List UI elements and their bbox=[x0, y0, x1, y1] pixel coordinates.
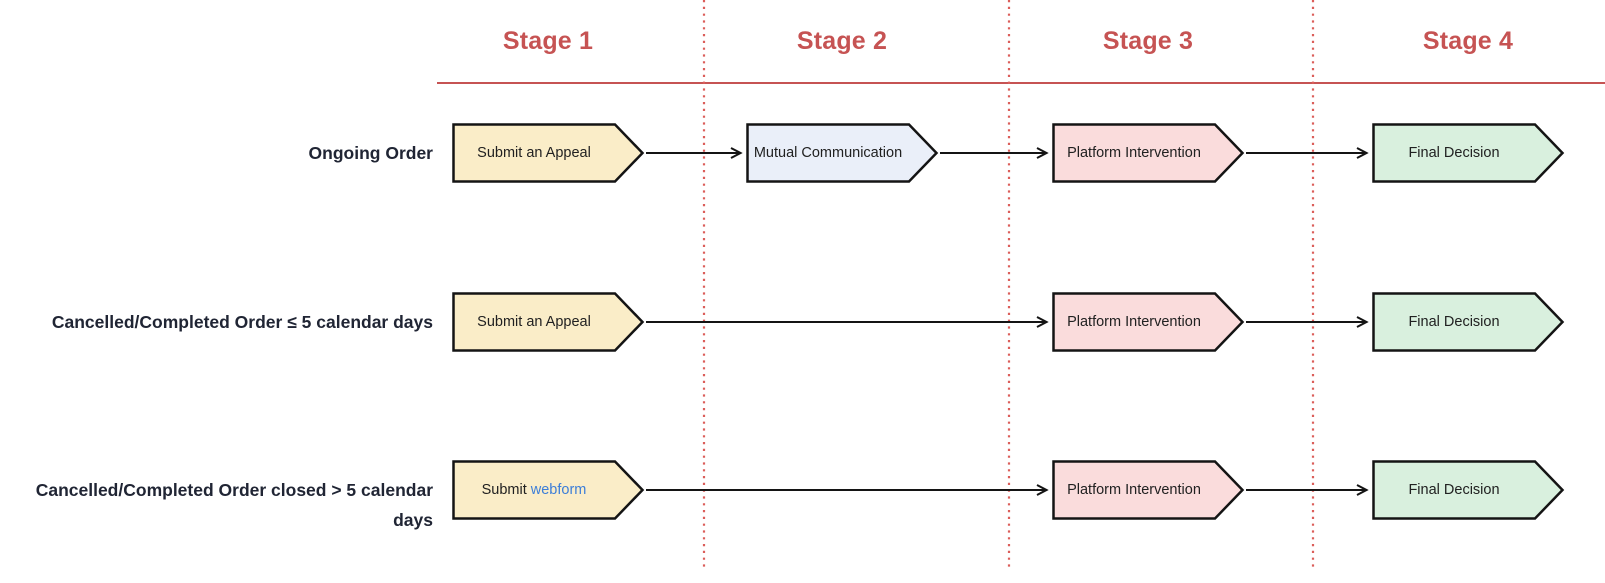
stage-header-2: Stage 2 bbox=[796, 27, 888, 55]
step-label: Platform Intervention bbox=[1067, 314, 1201, 330]
step-final-decision-row3: Final Decision bbox=[1372, 460, 1565, 520]
step-platform-intervention-row3: Platform Intervention bbox=[1052, 460, 1245, 520]
pentagon-arrow-shape bbox=[746, 123, 939, 183]
step-label: Submit webform bbox=[452, 460, 616, 520]
pentagon-arrow-shape bbox=[452, 292, 645, 352]
stage-header-3: Stage 3 bbox=[1102, 27, 1194, 55]
step-submit-an-appeal-row1: Submit an Appeal bbox=[452, 123, 645, 183]
step-mutual-communication: Mutual Communication bbox=[746, 123, 939, 183]
stage-header-4: Stage 4 bbox=[1422, 27, 1514, 55]
stage-header-1: Stage 1 bbox=[502, 27, 594, 55]
pentagon-arrow-shape bbox=[1372, 292, 1565, 352]
pentagon-arrow-shape bbox=[1372, 460, 1565, 520]
step-label: Mutual Communication bbox=[753, 145, 903, 161]
step-label: Platform Intervention bbox=[1067, 145, 1201, 161]
row-label-ongoing-order: Ongoing Order bbox=[308, 143, 433, 163]
pentagon-arrow-shape bbox=[1052, 292, 1245, 352]
step-label: Platform Intervention bbox=[1067, 482, 1201, 498]
step-submit-an-appeal-row2: Submit an Appeal bbox=[452, 292, 645, 352]
row-label-cancelled-over-5-days: Cancelled/Completed Order closed > 5 cal… bbox=[35, 480, 433, 530]
step-final-decision-row2: Final Decision bbox=[1372, 292, 1565, 352]
step-platform-intervention-row1: Platform Intervention bbox=[1052, 123, 1245, 183]
step-label: Submit an Appeal bbox=[477, 314, 591, 330]
step-label: Final Decision bbox=[1408, 314, 1500, 330]
step-label: Final Decision bbox=[1408, 482, 1500, 498]
pentagon-arrow-shape bbox=[452, 123, 645, 183]
step-label: Final Decision bbox=[1408, 145, 1500, 161]
row-label-cancelled-within-5-days: Cancelled/Completed Order ≤ 5 calendar d… bbox=[51, 312, 433, 332]
pentagon-arrow-shape bbox=[452, 460, 645, 520]
step-platform-intervention-row2: Platform Intervention bbox=[1052, 292, 1245, 352]
pentagon-arrow-shape bbox=[1052, 460, 1245, 520]
pentagon-arrow-shape bbox=[1052, 123, 1245, 183]
step-final-decision-row1: Final Decision bbox=[1372, 123, 1565, 183]
webform-link[interactable]: webform bbox=[530, 482, 587, 498]
flow-arrows bbox=[646, 153, 1367, 490]
step-submit-webform: Submit webform bbox=[452, 460, 645, 520]
pentagon-arrow-shape bbox=[1372, 123, 1565, 183]
step-label-prefix: Submit bbox=[481, 482, 527, 498]
step-label: Submit an Appeal bbox=[477, 145, 591, 161]
